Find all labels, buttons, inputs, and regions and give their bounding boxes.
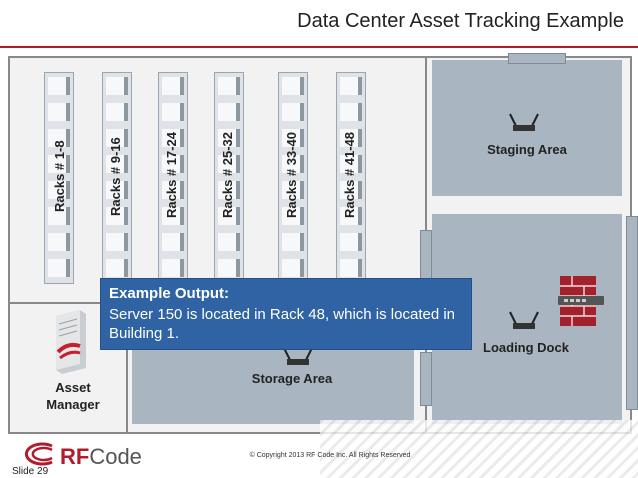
rack-label: Racks # 1-8	[52, 140, 67, 212]
rack-column	[158, 72, 188, 284]
rf-code-logo-mark-icon	[24, 442, 53, 466]
rack-slot	[218, 77, 240, 95]
rack-slot	[340, 181, 362, 199]
rack-slot	[340, 207, 362, 225]
rf-code-logo: RFCode	[60, 444, 142, 470]
rack-slot	[106, 103, 128, 121]
reader-icon	[509, 311, 539, 329]
rack-slot	[340, 259, 362, 277]
rack-column	[44, 72, 74, 284]
rack-slot	[106, 233, 128, 251]
rack-slot	[218, 103, 240, 121]
rack-slot	[340, 103, 362, 121]
asset-manager-label-line1: Asset	[55, 380, 91, 395]
rack-slot	[162, 233, 184, 251]
rack-slot	[48, 259, 70, 277]
rack-slot	[162, 103, 184, 121]
rack-slot	[48, 233, 70, 251]
footer-decoration	[320, 420, 638, 478]
reader-icon	[509, 113, 539, 131]
rack-slot	[218, 233, 240, 251]
rack-slot	[48, 207, 70, 225]
rack-label: Racks # 41-48	[342, 131, 357, 218]
loading-dock-door	[626, 216, 638, 410]
inner-door	[420, 352, 432, 406]
rack-label: Racks # 25-32	[220, 131, 235, 218]
rack-slot	[282, 233, 304, 251]
rack-slot	[282, 259, 304, 277]
staging-area-label: Staging Area	[487, 142, 567, 157]
rack-column	[278, 72, 308, 284]
rack-slot	[218, 207, 240, 225]
rack-slot	[282, 155, 304, 173]
wall-divider	[10, 302, 126, 304]
rack-slot	[282, 129, 304, 147]
page-title: Data Center Asset Tracking Example	[297, 10, 624, 32]
rack-slot	[48, 77, 70, 95]
rack-slot	[218, 155, 240, 173]
rack-slot	[218, 181, 240, 199]
rack-slot	[218, 129, 240, 147]
loading-dock-label: Loading Dock	[483, 340, 569, 355]
rack-column	[336, 72, 366, 284]
logo-rf-text: RF	[60, 444, 90, 469]
rack-slot	[340, 77, 362, 95]
rack-slot	[106, 129, 128, 147]
rack-slot	[162, 207, 184, 225]
rack-slot	[162, 181, 184, 199]
rack-slot	[48, 103, 70, 121]
rack-slot	[48, 155, 70, 173]
rack-slot	[162, 155, 184, 173]
firewall-icon	[558, 276, 604, 326]
title-divider	[0, 46, 638, 48]
rack-slot	[48, 129, 70, 147]
rack-slot	[106, 259, 128, 277]
example-output-callout: Example Output: Server 150 is located in…	[100, 278, 472, 350]
rack-slot	[218, 259, 240, 277]
reader-icon	[283, 347, 313, 365]
rack-slot	[162, 129, 184, 147]
staging-door	[508, 53, 566, 64]
rack-slot	[340, 155, 362, 173]
wall-divider	[126, 302, 128, 432]
callout-body: Server 150 is located in Rack 48, which …	[109, 306, 456, 342]
rack-slot	[282, 103, 304, 121]
rack-label: Racks # 9-16	[108, 137, 123, 216]
server-icon	[56, 310, 86, 374]
rack-slot	[106, 155, 128, 173]
rack-slot	[162, 77, 184, 95]
rack-slot	[340, 233, 362, 251]
rack-column	[102, 72, 132, 284]
rack-slot	[282, 77, 304, 95]
rack-column	[214, 72, 244, 284]
rack-slot	[340, 129, 362, 147]
rack-label: Racks # 17-24	[164, 131, 179, 218]
rack-slot	[106, 181, 128, 199]
storage-area-label: Storage Area	[251, 371, 333, 386]
storage-area-room	[132, 350, 414, 424]
rack-slot	[48, 181, 70, 199]
asset-manager-label-line2: Manager	[46, 397, 100, 412]
copyright-text: © Copyright 2013 RF Code Inc. All Rights…	[249, 452, 411, 459]
rack-slot	[282, 181, 304, 199]
rack-slot	[162, 259, 184, 277]
callout-title: Example Output:	[109, 285, 230, 302]
rack-slot	[106, 207, 128, 225]
rack-slot	[282, 207, 304, 225]
logo-code-text: Code	[89, 444, 142, 469]
rack-label: Racks # 33-40	[284, 131, 299, 218]
slide-number: Slide 29	[12, 466, 49, 477]
rack-slot	[106, 77, 128, 95]
